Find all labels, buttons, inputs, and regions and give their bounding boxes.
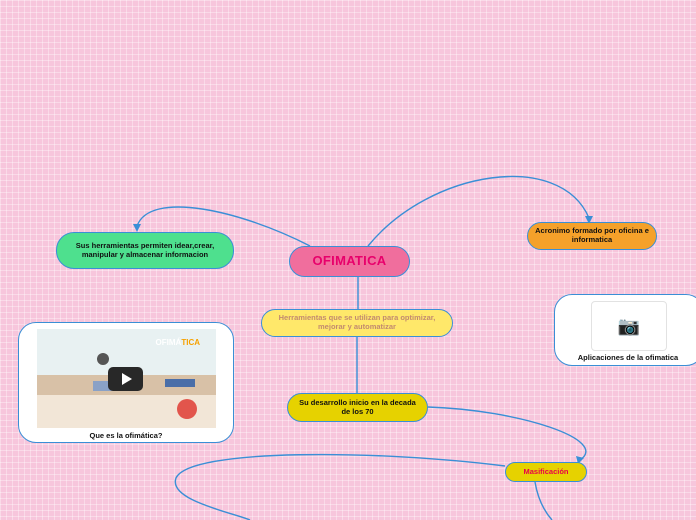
topic-masificacion[interactable]: Masificación [505,462,587,482]
lamp-illustration [93,381,119,391]
topic-herramientas-utilizan[interactable]: Herramientas que se utilizan para optimi… [261,309,453,337]
central-topic-label: OFIMATICA [312,253,387,269]
topic-herramientas-permiten[interactable]: Sus herramientas permiten idear,crear, m… [56,232,234,269]
person-illustration [177,399,197,419]
topic-label: Su desarrollo inicio en la decada de los… [299,397,416,416]
central-topic[interactable]: OFIMATICA [289,246,410,277]
person-illustration [97,353,109,365]
play-icon[interactable] [108,367,143,391]
video-thumbnail[interactable]: OFIMÁTICA [37,329,216,428]
topic-label: Acronimo formado por oficina e informati… [535,226,649,244]
image-card[interactable]: 📷 Aplicaciones de la ofimatica [554,294,696,366]
video-title: Que es la ofimática? [89,431,163,440]
laptop-illustration [165,379,195,387]
topic-label: Masificación [523,466,569,476]
video-card[interactable]: OFIMÁTICA Que es la ofimática? [18,322,234,443]
camera-icon[interactable]: 📷 [591,301,667,351]
video-brand-logo: OFIMÁTICA [155,338,200,347]
image-card-title: Aplicaciones de la ofimatica [577,353,679,362]
topic-label: Sus herramientas permiten idear,crear, m… [75,240,215,259]
topic-acronimo[interactable]: Acronimo formado por oficina e informati… [527,222,657,250]
topic-desarrollo[interactable]: Su desarrollo inicio en la decada de los… [287,393,428,422]
topic-label: Herramientas que se utilizan para optimi… [278,313,436,331]
